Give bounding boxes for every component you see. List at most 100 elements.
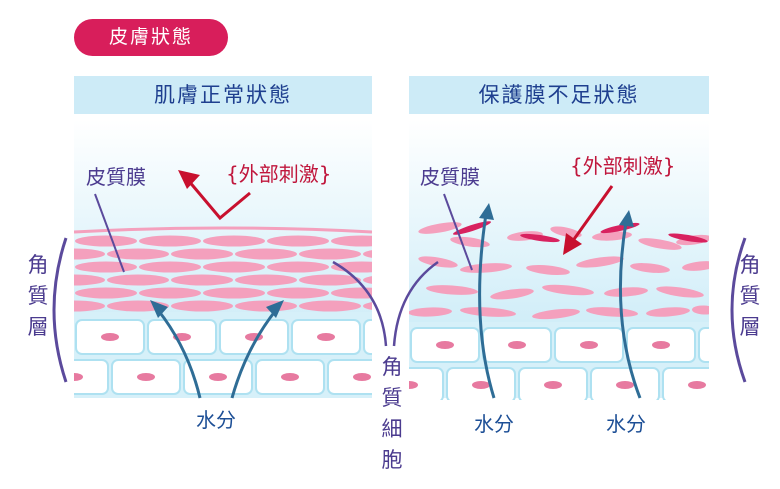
external-stimulus-label-right: {外部刺激}	[570, 154, 676, 178]
water-label-right-1: 水分	[474, 412, 514, 436]
sebum-fragment	[426, 285, 478, 295]
sebum-lamella	[331, 287, 372, 299]
sebum-label-left: 皮質膜	[86, 165, 146, 189]
sebum-label-right: 皮質膜	[420, 165, 480, 189]
external-stimulus-penetrate-line	[570, 185, 614, 243]
sebum-lamella	[299, 300, 361, 312]
keratinocyte-cell	[698, 327, 709, 363]
sebum-fragment	[460, 263, 512, 273]
sebum-pointer-right	[443, 193, 473, 271]
sebum-fragment	[542, 284, 594, 296]
external-stimulus-label-left: {外部刺激}	[226, 162, 332, 186]
stratum-corneum-label-right: 角質層	[739, 253, 761, 339]
water-arrowhead-right-1	[479, 203, 494, 220]
sebum-lamella	[331, 235, 372, 247]
water-label-right-2: 水分	[606, 412, 646, 436]
water-arrowhead-left-2	[266, 300, 284, 318]
sebum-lamella	[107, 274, 169, 286]
damaged-barrier-header: 保護膜不足狀態	[409, 76, 709, 114]
sebum-fragment	[490, 288, 534, 300]
keratinocyte-pointer-left	[332, 260, 388, 347]
keratinocyte-cell-nucleus	[101, 333, 119, 341]
keratinocyte-cell-nucleus	[616, 381, 634, 389]
water-arrow-left-2	[230, 309, 278, 399]
sebum-lamella	[75, 287, 137, 299]
sebum-fragment	[646, 307, 690, 317]
water-arrowhead-right-2	[619, 210, 634, 227]
sebum-lamella	[75, 235, 137, 247]
sebum-fragment	[638, 238, 682, 250]
keratinocyte-cell-nucleus	[580, 341, 598, 349]
sebum-lamella	[171, 300, 233, 312]
keratinocyte-label: 角質細胞	[381, 355, 403, 472]
keratinocyte-cell	[409, 367, 444, 400]
sebum-lamella	[139, 287, 201, 299]
sebum-lamella	[171, 248, 233, 260]
sebum-fragment	[532, 308, 580, 320]
sebum-lamella	[75, 261, 137, 273]
normal-skin-panel	[74, 120, 407, 398]
stimulus-fragment	[668, 233, 708, 243]
keratinocyte-cell-nucleus	[544, 381, 562, 389]
sebum-layer-right	[409, 221, 709, 320]
sebum-lamella	[235, 274, 297, 286]
water-arrow-right-1	[478, 213, 496, 399]
sebum-lamella	[267, 235, 329, 247]
stratum-bracket-left	[52, 237, 68, 383]
external-stimulus-arrowhead-right	[563, 233, 582, 255]
keratinocyte-cell-nucleus	[137, 373, 155, 381]
keratinocyte-cell-nucleus	[508, 341, 526, 349]
keratinocyte-cell	[327, 359, 372, 395]
sebum-lamella	[363, 250, 372, 258]
sebum-lamella	[235, 300, 297, 312]
keratinocyte-cell-nucleus	[209, 373, 227, 381]
sebum-fragment	[409, 307, 452, 317]
keratinocyte-cell-nucleus	[281, 373, 299, 381]
water-arrowhead-left-1	[150, 300, 168, 318]
external-stimulus-deflect-line	[186, 179, 251, 221]
sebum-lamella	[235, 248, 297, 260]
sebum-lamella	[363, 276, 372, 284]
damaged-skin-panel	[409, 120, 709, 400]
keratinocyte-pointer-right	[392, 260, 439, 347]
sebum-fragment	[526, 264, 570, 276]
sebum-fragment	[692, 305, 709, 315]
keratinocyte-cell-nucleus	[409, 381, 418, 389]
sebum-lamella	[203, 261, 265, 273]
sebum-lamella	[74, 300, 105, 312]
stimulus-fragment	[520, 233, 560, 243]
sebum-fragment	[586, 307, 638, 317]
skin-status-badge: 皮膚狀態	[74, 19, 228, 56]
keratinocyte-cell	[662, 367, 709, 400]
sebum-lamella	[267, 261, 329, 273]
sebum-fragment	[656, 286, 704, 298]
sebum-fragment	[592, 231, 632, 241]
keratinocyte-cells-left	[74, 319, 407, 395]
sebum-lamella	[139, 235, 201, 247]
external-stimulus-arrowhead-left	[178, 170, 200, 189]
stratum-corneum-label-left: 角質層	[27, 253, 49, 339]
keratinocyte-cell-nucleus	[389, 333, 407, 341]
sebum-lamella	[171, 274, 233, 286]
keratinocyte-cell-nucleus	[317, 333, 335, 341]
stratum-bracket-right	[730, 237, 747, 383]
keratinocyte-cell-nucleus	[436, 341, 454, 349]
sebum-fragment	[460, 307, 516, 317]
water-label-left: 水分	[196, 408, 236, 432]
keratinocyte-cells-right	[409, 327, 709, 400]
sebum-lamella	[299, 248, 361, 260]
sebum-pointer-left	[94, 193, 125, 273]
sebum-lamella	[139, 261, 201, 273]
sebum-fragment	[550, 226, 582, 238]
sebum-fragment	[630, 263, 670, 273]
keratinocyte-cell-nucleus	[74, 373, 83, 381]
keratinocyte-cell-nucleus	[652, 341, 670, 349]
sebum-lamella	[363, 302, 372, 310]
normal-skin-header: 肌膚正常狀態	[74, 76, 372, 114]
sebum-lamella	[203, 235, 265, 247]
sebum-lamella	[74, 248, 105, 260]
sebum-lamella	[203, 287, 265, 299]
panel-background-left	[74, 120, 372, 330]
sebum-lamella	[299, 274, 361, 286]
